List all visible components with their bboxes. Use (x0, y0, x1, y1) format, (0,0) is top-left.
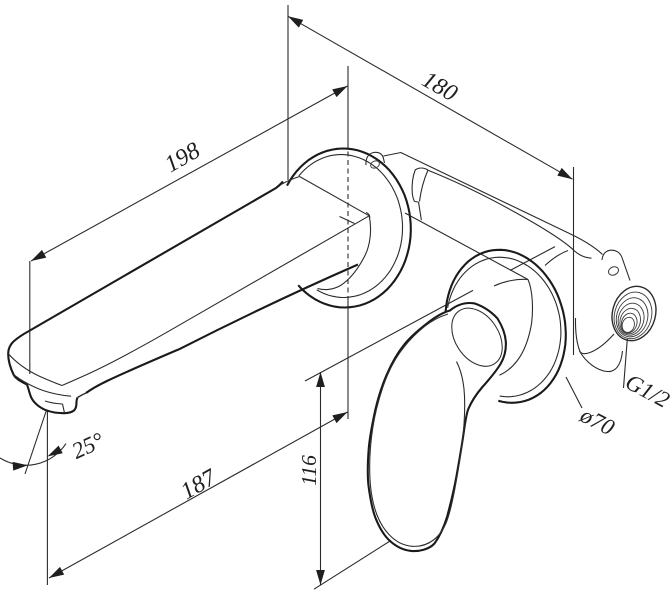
svg-text:116: 116 (297, 455, 321, 486)
